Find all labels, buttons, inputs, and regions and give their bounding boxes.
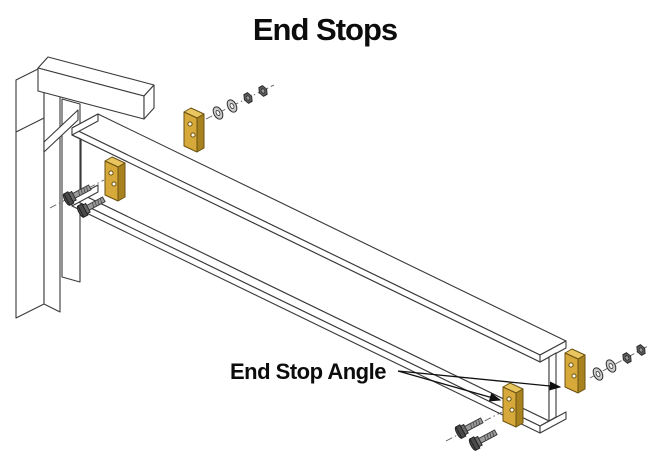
hardware-right-group bbox=[590, 343, 648, 383]
end-stop-angle-bracket-near-right bbox=[502, 382, 524, 428]
bolt-hole bbox=[571, 373, 577, 379]
hex-nut bbox=[634, 343, 648, 357]
bracket-front-face bbox=[183, 111, 198, 153]
bolt-hole bbox=[111, 181, 117, 187]
column-front-face bbox=[15, 65, 45, 319]
flat-washer bbox=[590, 365, 606, 383]
hex-nut bbox=[620, 351, 634, 365]
bracket-side-face bbox=[196, 113, 205, 153]
hex-bolt bbox=[467, 426, 500, 452]
bracket-side-face bbox=[117, 162, 126, 202]
hardware-top-group bbox=[210, 84, 270, 122]
beam-top-flange-front-face bbox=[71, 127, 541, 363]
i-beam bbox=[71, 113, 567, 434]
beam-left-end-top-flange-face bbox=[71, 113, 99, 136]
bolt-hole bbox=[190, 132, 196, 138]
hex-nut bbox=[256, 84, 270, 98]
hex-nut bbox=[241, 91, 255, 105]
leader-line-near-bracket bbox=[397, 370, 502, 402]
top-member-end-face bbox=[143, 84, 155, 120]
bolt-hole bbox=[187, 121, 193, 127]
bolt-hole bbox=[509, 407, 515, 413]
bracket-front-face bbox=[564, 352, 579, 394]
bolt-hole bbox=[506, 396, 512, 402]
leader-line-far-bracket bbox=[397, 370, 562, 391]
bracket-front-face bbox=[104, 160, 119, 202]
hex-bolt bbox=[453, 414, 486, 440]
bracket-side-face bbox=[577, 354, 586, 394]
diagonal-brace bbox=[43, 109, 79, 153]
flat-washer bbox=[224, 97, 240, 115]
beam-end-top-flange-face bbox=[539, 340, 567, 363]
end-stop-angle-bracket-near-left bbox=[104, 156, 126, 202]
beam-end-bottom-flange-face bbox=[539, 411, 567, 434]
bracket-front-face bbox=[502, 386, 517, 428]
end-stop-angle-bracket-far-right bbox=[564, 348, 586, 394]
end-stop-angle-label: End Stop Angle bbox=[230, 359, 386, 384]
support-column bbox=[15, 56, 155, 319]
column-side-face bbox=[43, 65, 61, 313]
diagram-title: End Stops bbox=[253, 12, 397, 47]
bolt-hole bbox=[108, 170, 114, 176]
column-splice-line bbox=[15, 117, 45, 133]
callout-leaders bbox=[397, 370, 562, 402]
bracket-side-face bbox=[515, 388, 524, 428]
flat-washer bbox=[210, 104, 226, 122]
flat-washer bbox=[603, 357, 619, 375]
bolt-hole bbox=[568, 362, 574, 368]
end-stop-angle-bracket-far-left bbox=[183, 107, 205, 153]
inner-post bbox=[61, 98, 81, 283]
